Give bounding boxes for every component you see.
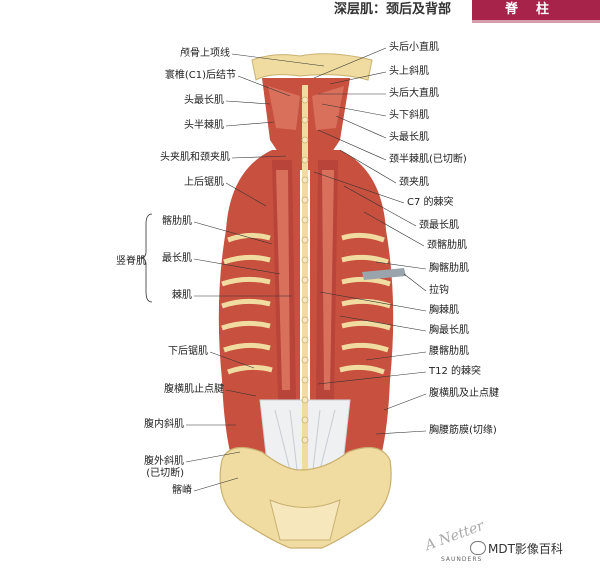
watermark: MDT影像百科 [488,542,563,556]
label-t12-spinous-process: T12 的棘突 [429,366,482,377]
label-longissimus-capitis-right: 头最长肌 [389,132,429,143]
pelvis [219,446,392,549]
leader-lines-left [185,53,325,492]
label-iliocostalis-thoracis: 胸髂肋肌 [429,263,469,274]
label-obliquus-capitis-inferior: 头下斜肌 [389,110,429,121]
label-iliocostalis-lumborum: 腰髂肋肌 [429,346,469,357]
page-title: 深层肌：颈后及背部 [334,2,452,17]
label-retractor: 拉钩 [429,285,449,296]
leader-lines-right [313,47,427,435]
label-external-oblique-cut: (已切断) [146,468,184,479]
section-tab-underline [472,20,600,23]
label-external-oblique: 腹外斜肌 [144,456,184,467]
label-erector-spinae: 竖脊肌 [116,256,146,267]
vertebral-column [301,85,309,520]
label-obliquus-capitis-superior: 头上斜肌 [389,66,429,77]
ribs-right [339,232,391,375]
skull-base [251,53,373,81]
label-transversus-and-aponeurosis: 腹横肌及止点腱 [429,388,499,399]
label-longissimus-cervicis: 颈最长肌 [419,220,459,231]
label-longissimus-thoracis: 胸最长肌 [429,325,469,336]
ribs-left [221,232,273,375]
label-longissimus-capitis-left: 头最长肌 [184,95,224,106]
label-iliocostalis: 髂肋肌 [162,216,192,227]
label-transversus-aponeurosis: 腹横肌止点腱 [164,384,224,395]
label-splenius-capitis-cervicis: 头夹肌和颈夹肌 [160,152,230,163]
wechat-icon [470,541,486,555]
label-superior-nuchal-line: 颅骨上项线 [180,48,230,59]
label-thoracolumbar-fascia-cut: 胸腰筋膜(切缘) [429,425,497,436]
label-semispinalis-capitis: 头半棘肌 [184,120,224,131]
label-spinalis-thoracis: 胸棘肌 [429,305,459,316]
section-tab: 脊柱 [472,0,600,20]
label-spinalis: 棘肌 [172,290,192,301]
label-iliac-crest: 髂嵴 [172,485,192,496]
label-splenius-cervicis: 颈夹肌 [399,177,429,188]
label-iliocostalis-cervicis: 颈髂肋肌 [427,240,467,251]
publisher-mark: SAUNDERS [441,556,483,563]
label-c7-spinous-process: C7 的棘突 [407,197,454,208]
label-serratus-posterior-superior: 上后锯肌 [184,177,224,188]
retractor-hook [362,268,406,280]
erector-spinae-bracket [139,213,153,303]
label-rectus-capitis-posterior-minor: 头后小直肌 [389,42,439,53]
label-atlas-posterior-tubercle: 寰椎(C1)后结节 [164,70,236,81]
label-longissimus: 最长肌 [162,253,192,264]
label-rectus-capitis-posterior-major: 头后大直肌 [389,88,439,99]
label-internal-oblique: 腹内斜肌 [144,419,184,430]
label-serratus-posterior-inferior: 下后锯肌 [168,346,208,357]
label-semispinalis-cervicis-cut: 颈半棘肌(已切断) [389,154,467,165]
